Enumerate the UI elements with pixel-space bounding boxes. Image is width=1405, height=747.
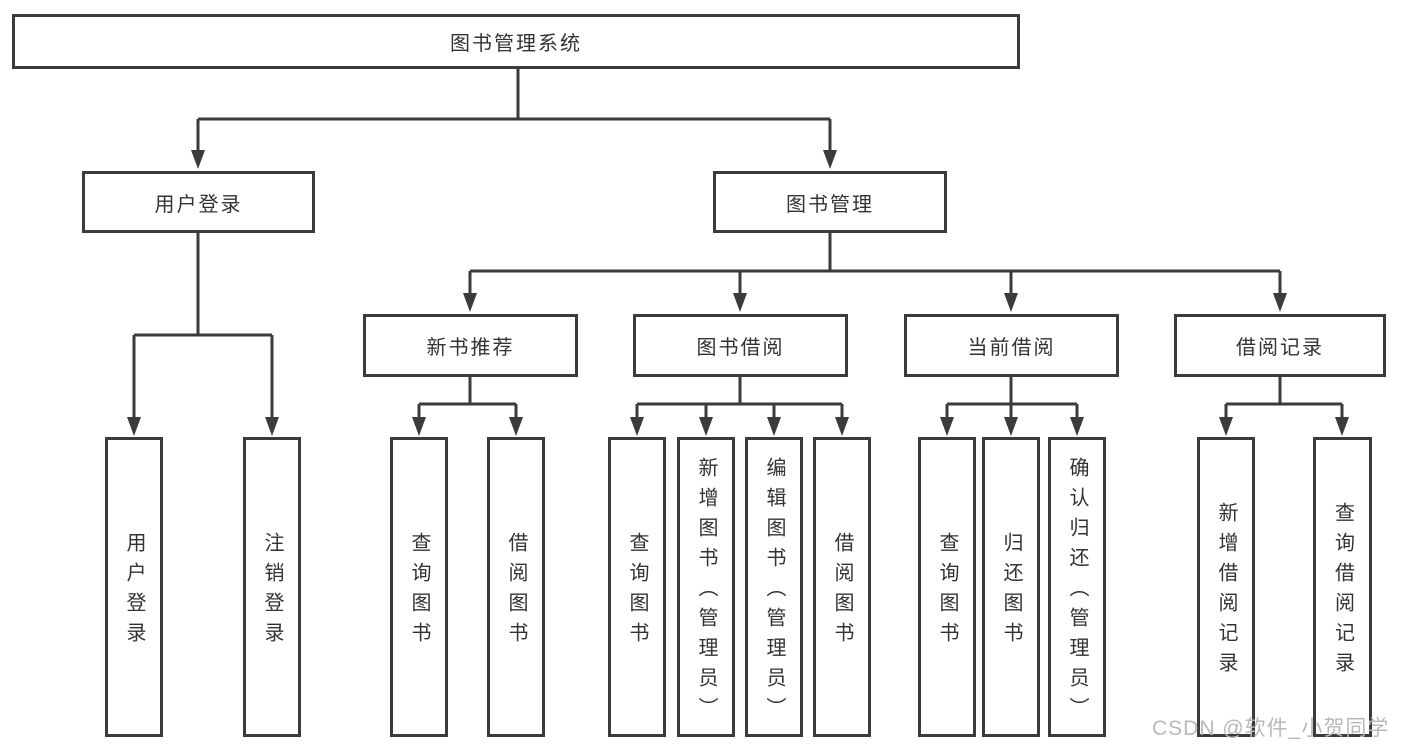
leaf-query-books-borrowing: 查询图书: [608, 437, 666, 737]
arrowheads-group: [127, 150, 1349, 436]
leaf-return-books-label: 归还图书: [1000, 532, 1022, 652]
leaf-user-login-label: 用户登录: [123, 532, 145, 652]
leaf-borrow-books-recommend-label: 借阅图书: [505, 532, 527, 652]
edge-lines-group: [132, 68, 1344, 419]
node-current-borrowing: 当前借阅: [904, 314, 1119, 377]
leaf-query-books-current-label: 查询图书: [936, 532, 958, 652]
node-book-borrowing: 图书借阅: [633, 314, 848, 377]
leaf-edit-books-admin: 编辑图书（管理员）: [745, 437, 803, 737]
node-new-book-recommendation: 新书推荐: [363, 314, 578, 377]
leaf-add-books-admin-label: 新增图书（管理员）: [695, 457, 717, 727]
leaf-borrow-books-label: 借阅图书: [831, 532, 853, 652]
leaf-logout: 注销登录: [243, 437, 301, 737]
leaf-add-borrow-record-label: 新增借阅记录: [1215, 502, 1237, 682]
leaf-logout-label: 注销登录: [261, 532, 283, 652]
leaf-return-books: 归还图书: [982, 437, 1040, 737]
leaf-confirm-return-admin: 确认归还（管理员）: [1048, 437, 1106, 737]
csdn-watermark: CSDN @软件_小贺同学: [1152, 717, 1390, 740]
leaf-query-books-recommend: 查询图书: [390, 437, 448, 737]
leaf-query-borrow-record: 查询借阅记录: [1313, 437, 1372, 737]
node-borrowing-records: 借阅记录: [1174, 314, 1386, 377]
leaf-query-books-borrowing-label: 查询图书: [626, 532, 648, 652]
leaf-confirm-return-admin-label: 确认归还（管理员）: [1066, 457, 1088, 727]
leaf-edit-books-admin-label: 编辑图书（管理员）: [763, 457, 785, 727]
leaf-add-borrow-record: 新增借阅记录: [1197, 437, 1255, 737]
leaf-borrow-books-recommend: 借阅图书: [487, 437, 545, 737]
leaf-add-books-admin: 新增图书（管理员）: [677, 437, 735, 737]
leaf-user-login: 用户登录: [105, 437, 163, 737]
leaf-query-books-current: 查询图书: [918, 437, 976, 737]
node-library-management-system: 图书管理系统: [12, 14, 1020, 69]
node-book-management: 图书管理: [713, 171, 947, 233]
leaf-borrow-books: 借阅图书: [813, 437, 871, 737]
node-user-login: 用户登录: [82, 171, 315, 233]
leaf-query-books-recommend-label: 查询图书: [408, 532, 430, 652]
leaf-query-borrow-record-label: 查询借阅记录: [1331, 502, 1354, 682]
